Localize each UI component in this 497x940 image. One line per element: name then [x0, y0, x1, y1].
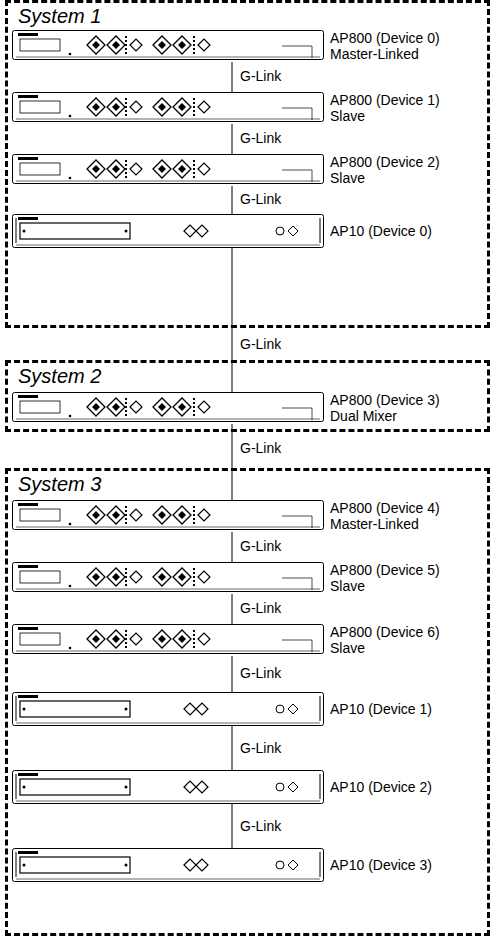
g-link-wire [232, 248, 233, 392]
device-label: AP800 (Device 4)Master-Linked [330, 500, 440, 532]
ap800-unit-illustration [12, 92, 324, 126]
system-title: System 2 [18, 364, 101, 388]
link-label: G-Link [238, 665, 283, 681]
device-label: AP10 (Device 3) [330, 857, 432, 873]
device-label: AP800 (Device 1)Slave [330, 92, 440, 124]
device-unit: AP800 (Device 0)Master-Linked [12, 30, 486, 62]
device-unit: AP10 (Device 1) [12, 692, 486, 726]
device-label: AP10 (Device 0) [330, 223, 432, 239]
g-link-wire [232, 656, 233, 692]
device-unit: AP800 (Device 5)Slave [12, 562, 486, 594]
ap800-unit-illustration [12, 30, 324, 64]
device-label: AP10 (Device 2) [330, 779, 432, 795]
device-name: Slave [330, 170, 440, 186]
device-label: AP800 (Device 3)Dual Mixer [330, 392, 440, 424]
device-label: AP800 (Device 2)Slave [330, 154, 440, 186]
device-unit: AP800 (Device 2)Slave [12, 154, 486, 186]
system-group: System 2 AP800 (Device 3)Dual Mixer [5, 360, 490, 432]
system-title: System 1 [18, 4, 101, 28]
ap10-unit-illustration [12, 770, 324, 808]
link-label: G-Link [238, 538, 283, 554]
system-group: System 1AP800 (Device 0)Master-LinkedAP8… [5, 0, 490, 328]
device-unit: AP800 (Device 4)Master-Linked [12, 500, 486, 532]
g-link-wire [232, 62, 233, 92]
link-label: G-Link [238, 130, 283, 146]
link-label: G-Link [238, 818, 283, 834]
device-name: AP10 (Device 0) [330, 223, 432, 239]
ap800-unit-illustration [12, 154, 324, 188]
g-link-wire [232, 594, 233, 624]
device-unit: AP10 (Device 0) [12, 214, 486, 248]
device-name: Master-Linked [330, 46, 440, 62]
link-label: G-Link [238, 336, 283, 352]
device-label: AP800 (Device 5)Slave [330, 562, 440, 594]
link-label: G-Link [238, 600, 283, 616]
device-name: AP800 (Device 5) [330, 562, 440, 578]
device-name: Master-Linked [330, 516, 440, 532]
device-name: AP800 (Device 0) [330, 30, 440, 46]
g-link-wire [232, 532, 233, 562]
device-name: AP10 (Device 1) [330, 701, 432, 717]
device-name: Slave [330, 640, 440, 656]
device-name: AP800 (Device 1) [330, 92, 440, 108]
device-label: AP800 (Device 6)Slave [330, 624, 440, 656]
link-label: G-Link [238, 740, 283, 756]
g-link-wire [232, 424, 233, 500]
link-label: G-Link [238, 440, 283, 456]
device-name: Slave [330, 578, 440, 594]
ap10-unit-illustration [12, 692, 324, 730]
device-unit: AP800 (Device 1)Slave [12, 92, 486, 124]
g-link-wire [232, 726, 233, 770]
device-name: AP800 (Device 4) [330, 500, 440, 516]
ap800-unit-illustration [12, 562, 324, 596]
g-link-wire [232, 124, 233, 154]
device-label: AP10 (Device 1) [330, 701, 432, 717]
device-unit: AP800 (Device 3)Dual Mixer [12, 392, 486, 424]
link-label: G-Link [238, 191, 283, 207]
g-link-wire [232, 186, 233, 214]
device-name: Slave [330, 108, 440, 124]
device-label: AP800 (Device 0)Master-Linked [330, 30, 440, 62]
device-name: AP800 (Device 6) [330, 624, 440, 640]
g-link-wire [232, 804, 233, 848]
ap10-unit-illustration [12, 214, 324, 252]
system-title: System 3 [18, 472, 101, 496]
ap800-unit-illustration [12, 500, 324, 534]
device-name: AP800 (Device 3) [330, 392, 440, 408]
device-unit: AP10 (Device 2) [12, 770, 486, 804]
ap800-unit-illustration [12, 392, 324, 426]
device-name: Dual Mixer [330, 408, 440, 424]
device-name: AP800 (Device 2) [330, 154, 440, 170]
link-label: G-Link [238, 68, 283, 84]
device-unit: AP10 (Device 3) [12, 848, 486, 882]
device-unit: AP800 (Device 6)Slave [12, 624, 486, 656]
device-name: AP10 (Device 3) [330, 857, 432, 873]
device-name: AP10 (Device 2) [330, 779, 432, 795]
ap10-unit-illustration [12, 848, 324, 886]
ap800-unit-illustration [12, 624, 324, 658]
